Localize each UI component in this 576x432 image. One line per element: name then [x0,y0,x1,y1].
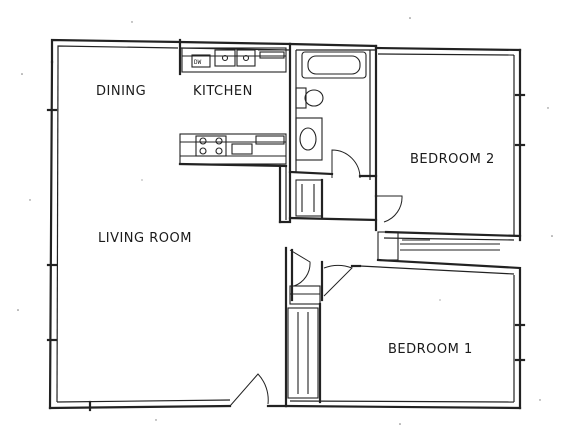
room-label-bedroom-1: BEDROOM 1 [388,342,473,357]
hall-and-bedroom-1-walls [284,246,362,408]
toilet-icon [295,87,324,109]
room-label-kitchen: KITCHEN [193,84,253,99]
dishwasher-icon [191,54,211,68]
kitchen-cabinets: DW [178,38,288,168]
room-label-bedroom-2: BEDROOM 2 [410,152,495,167]
scan-noise [17,17,553,425]
interior-partitions [278,164,292,224]
room-label-living-room: LIVING ROOM [98,231,192,246]
stove-icon [195,135,227,157]
vanity-sink-icon [295,117,323,161]
window-markers [46,93,526,412]
sink-left [214,49,236,67]
sink-right [236,49,256,67]
exterior-walls [48,38,522,410]
room-label-dining: DINING [96,84,146,99]
bedroom-2-walls [374,194,522,241]
closets-between-bedrooms [359,231,522,275]
bathtub-icon [301,51,367,79]
dishwasher-label: DW [194,59,202,66]
bathroom [288,42,378,222]
